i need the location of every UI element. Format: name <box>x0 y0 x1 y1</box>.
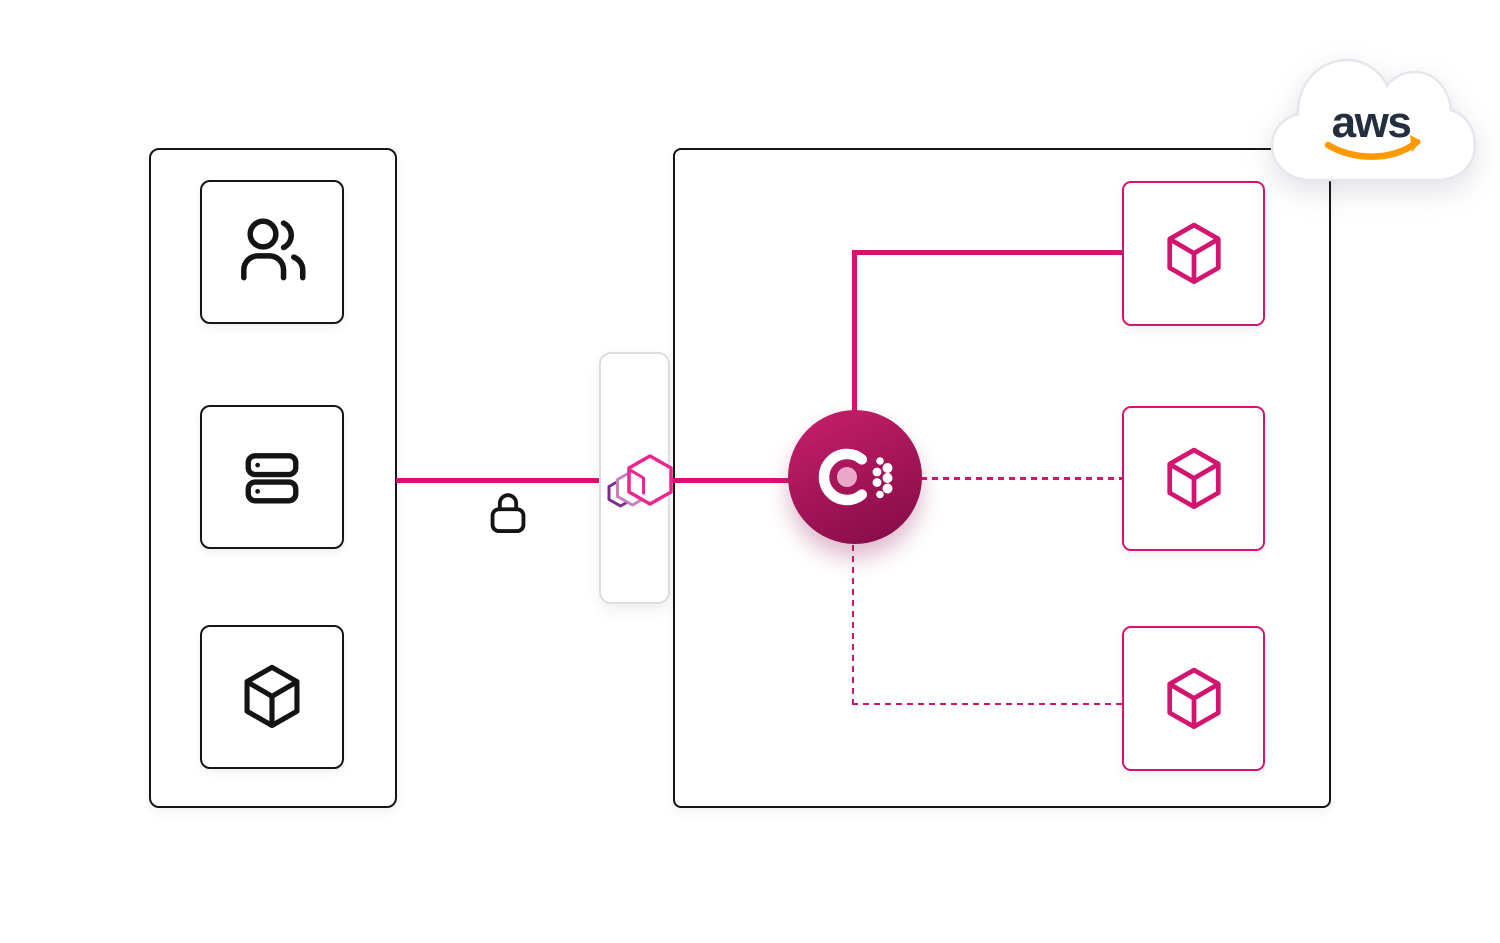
cube-icon <box>1166 222 1221 284</box>
connection-gateway-to-consul <box>664 478 792 483</box>
connection-consul-to-service1-vertical <box>852 250 857 415</box>
mesh-gateway-icon <box>607 454 673 508</box>
client-node-users <box>200 180 344 324</box>
connection-consul-to-service3-vertical-dashed <box>851 545 855 705</box>
connection-consul-to-service1-horizontal <box>852 250 1124 255</box>
consul-node <box>788 410 922 544</box>
connection-clients-to-gateway <box>396 478 602 483</box>
service-node-3 <box>1122 626 1265 771</box>
consul-logo-icon <box>818 448 893 506</box>
aws-label: aws <box>1332 98 1411 147</box>
connection-consul-to-service2-dashed <box>921 477 1123 480</box>
server-icon <box>245 453 299 504</box>
cube-icon <box>1166 447 1221 509</box>
client-node-workload <box>200 625 344 769</box>
users-icon <box>241 218 306 281</box>
lock-icon <box>490 493 526 534</box>
client-group-box <box>149 148 397 808</box>
cube-icon <box>1166 667 1221 729</box>
client-node-servers <box>200 405 344 549</box>
aws-smile-arrow <box>1410 135 1421 152</box>
connection-consul-to-service3-horizontal-dashed <box>851 702 1124 706</box>
service-node-1 <box>1122 181 1265 326</box>
aws-cloud-icon: aws <box>1270 58 1477 182</box>
aws-cloud-logo: aws <box>1264 42 1484 184</box>
cube-icon <box>244 664 300 729</box>
service-node-2 <box>1122 406 1265 551</box>
mesh-gateway-node <box>599 352 673 604</box>
